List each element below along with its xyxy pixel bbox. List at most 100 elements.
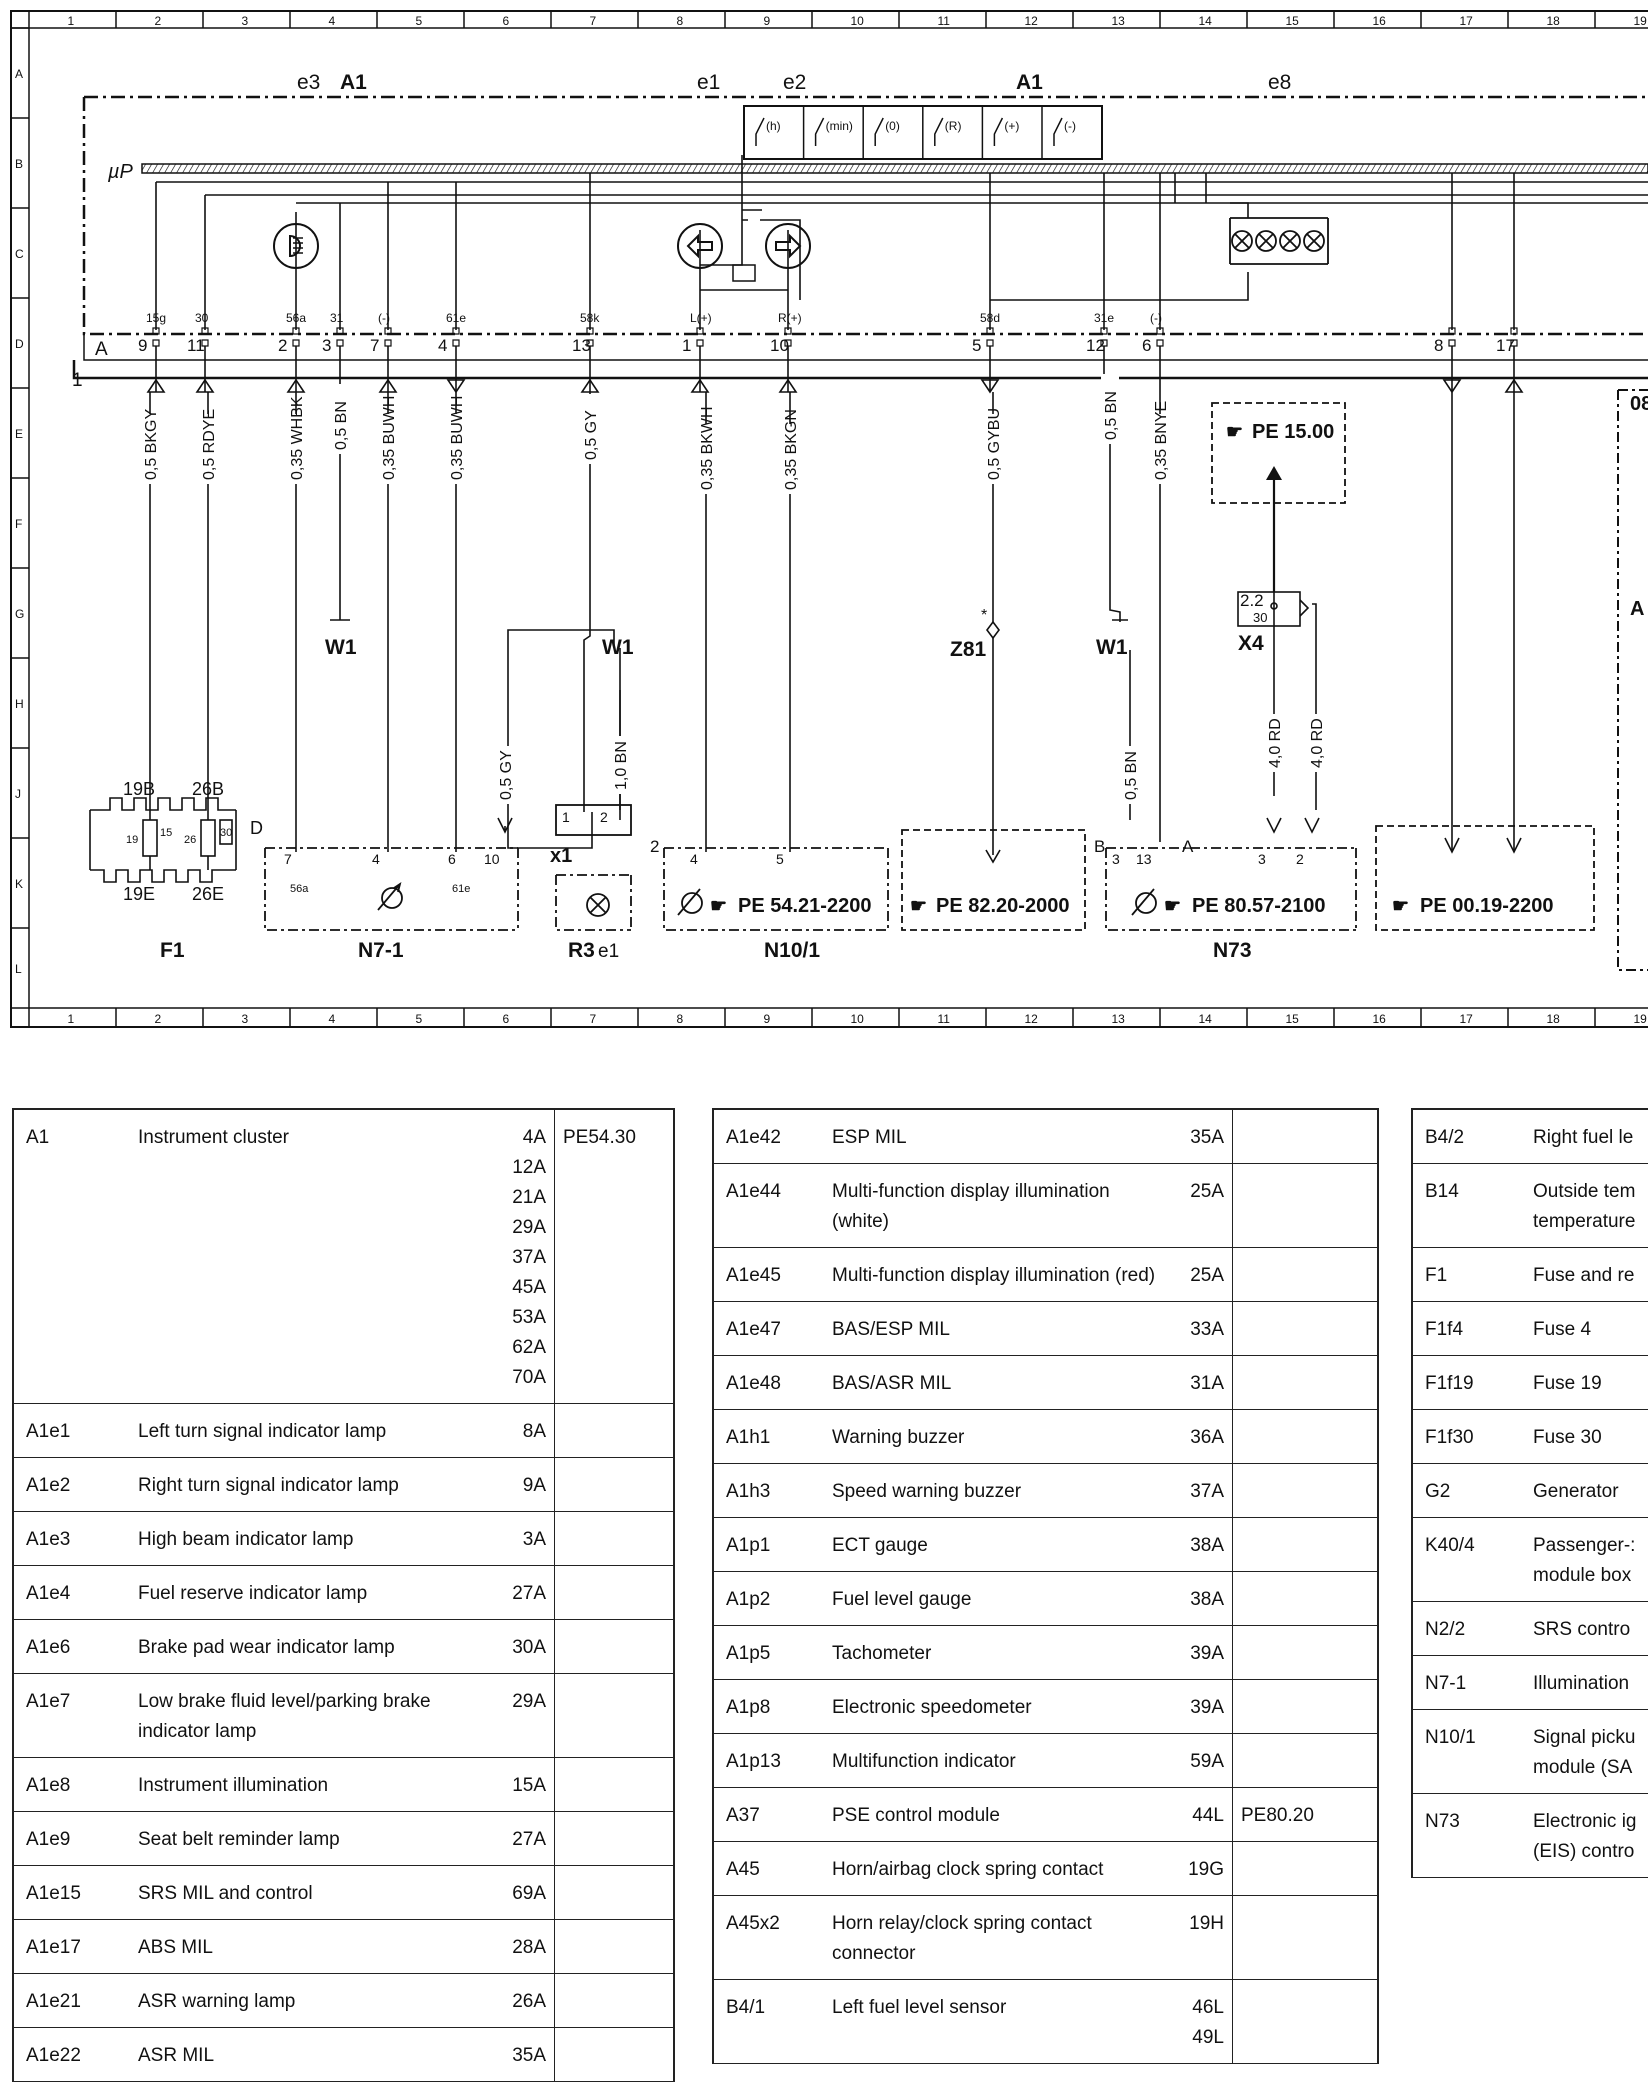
legend-code: B4/2	[1412, 1108, 1523, 1164]
legend-coord: 4A 12A 21A 29A 37A 45A 53A 62A 70A	[484, 1108, 555, 1404]
legend-ref	[1232, 1247, 1379, 1302]
legend-code: B4/1	[713, 1979, 822, 2064]
legend-code: A1e22	[13, 2027, 128, 2082]
r3-sub: e1	[598, 941, 619, 962]
legend-desc: High beam indicator lamp	[128, 1511, 484, 1566]
grid-col-label: 1	[68, 1012, 75, 1026]
legend-desc: Left fuel level sensor	[822, 1979, 1168, 2064]
connector-term: 56a	[286, 311, 306, 325]
legend-coord: 35A	[1168, 1108, 1233, 1164]
switch-label: (h)	[766, 119, 781, 133]
x4-term: 30	[1253, 610, 1267, 625]
legend-code: A1e48	[713, 1355, 822, 1410]
legend-coord: 9A	[484, 1457, 555, 1512]
grid-col-label: 9	[764, 1012, 771, 1026]
legend-desc: Fuse and re	[1523, 1247, 1648, 1302]
e3-label: e3	[297, 71, 320, 94]
legend-coord: 31A	[1168, 1355, 1233, 1410]
legend-ref	[554, 1673, 675, 1758]
legend-coord: 69A	[484, 1865, 555, 1920]
grid-col-label: 11	[938, 1012, 951, 1026]
grid-col-label: 2	[155, 1012, 162, 1026]
legend-desc: Outside tem temperature	[1523, 1163, 1648, 1248]
legend-ref	[554, 1565, 675, 1620]
wire-label: 0,5 BN	[1103, 391, 1120, 440]
f1-d: D	[250, 818, 263, 838]
connector-term: L(+)	[690, 311, 712, 325]
grid-row-label: F	[15, 517, 22, 531]
legend-desc: Fuse 19	[1523, 1355, 1648, 1410]
n7-term56a: 56a	[290, 883, 309, 895]
legend-coord: 38A	[1168, 1517, 1233, 1572]
connector-pin: 10	[770, 336, 789, 355]
fuse-box-f1	[89, 797, 237, 883]
legend-ref	[554, 1757, 675, 1812]
grid-row-label: D	[15, 337, 24, 351]
legend-code: B14	[1412, 1163, 1523, 1248]
legend-code: A1p8	[713, 1679, 822, 1734]
connector-term: 58k	[580, 311, 600, 325]
grid-column-labels: 1122334455667788991010111112121313141415…	[28, 11, 1647, 1027]
legend-desc: Electronic speedometer	[822, 1679, 1168, 1734]
ref-box-pe0019	[1375, 825, 1595, 931]
legend-ref	[554, 1865, 675, 1920]
grid-col-label: 17	[1460, 14, 1474, 28]
switch-label: (+)	[1004, 119, 1019, 133]
legend-desc: Speed warning buzzer	[822, 1463, 1168, 1518]
connector-pin: 17	[1496, 336, 1515, 355]
legend-code: A1e1	[13, 1403, 128, 1458]
connector-term: 15g	[146, 311, 166, 325]
legend-desc: Generator	[1523, 1463, 1648, 1518]
connector-pin: 2	[278, 336, 287, 355]
a1-label-center: A1	[1016, 71, 1043, 94]
legend-code: A1e3	[13, 1511, 128, 1566]
legend-coord: 33A	[1168, 1301, 1233, 1356]
legend-code: F1f30	[1412, 1409, 1523, 1464]
grid-col-label: 5	[416, 14, 423, 28]
wire-label: 0,5 RDYE	[201, 409, 218, 480]
f1-fuse26: 26	[184, 834, 196, 846]
grid-col-label: 10	[851, 14, 865, 28]
svg-text:☛: ☛	[710, 896, 727, 917]
connector-pin: 5	[972, 336, 981, 355]
legend-code: K40/4	[1412, 1517, 1523, 1602]
right-box-label: 08	[1630, 393, 1648, 415]
legend-coord: 26A	[484, 1973, 555, 2028]
grid-col-label: 9	[764, 14, 771, 28]
legend-ref	[554, 1511, 675, 1566]
wire-label: 0,5 GYBU	[986, 408, 1003, 480]
legend-code: G2	[1412, 1463, 1523, 1518]
legend-desc: Electronic ig (EIS) contro	[1523, 1793, 1648, 1878]
legend-desc: Tachometer	[822, 1625, 1168, 1680]
legend-desc: ASR MIL	[128, 2027, 484, 2082]
legend-desc: Signal picku module (SA	[1523, 1709, 1648, 1794]
x4-label: X4	[1238, 632, 1264, 655]
f1-bot1: 19E	[123, 884, 155, 904]
grid-col-label: 4	[329, 1012, 336, 1026]
legend-coord: 39A	[1168, 1625, 1233, 1680]
wire-label: 0,35 WHBK	[289, 396, 306, 480]
legend-ref	[1232, 1733, 1379, 1788]
grid-col-label: 14	[1199, 14, 1213, 28]
grid-col-label: 15	[1286, 1012, 1300, 1026]
legend-coord: 15A	[484, 1757, 555, 1812]
legend-desc: ECT gauge	[822, 1517, 1168, 1572]
f1-fuse19: 19	[126, 834, 138, 846]
f1-top1: 19B	[123, 779, 155, 799]
wiring-diagram: 1122334455667788991010111112121313141415…	[10, 10, 1648, 1028]
grid-col-label: 8	[677, 14, 684, 28]
wire-label: 0,35 BUWH	[381, 396, 398, 480]
legend-desc: Left turn signal indicator lamp	[128, 1403, 484, 1458]
